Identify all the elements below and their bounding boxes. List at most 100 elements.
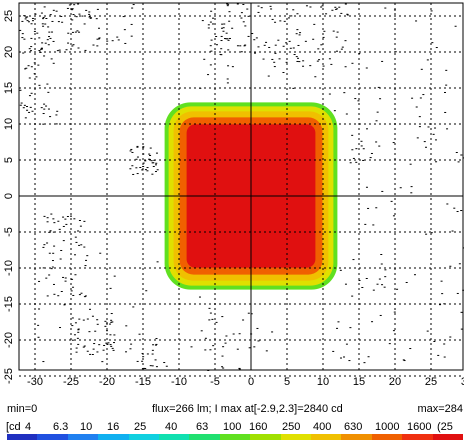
speckle: [52, 62, 55, 64]
speckle: [46, 83, 49, 85]
speckle: [38, 37, 41, 39]
speckle: [74, 254, 77, 256]
speckle: [365, 67, 368, 69]
speckle: [257, 340, 260, 342]
speckle: [345, 343, 348, 345]
speckle: [142, 367, 145, 369]
speckle: [242, 21, 245, 23]
speckle: [430, 10, 433, 12]
speckle: [88, 16, 91, 18]
speckle: [332, 350, 335, 352]
speckle: [154, 344, 157, 346]
speckle: [433, 340, 436, 342]
speckle: [292, 87, 295, 89]
speckle: [75, 16, 78, 18]
speckle: [136, 145, 139, 147]
y-tick-label: 25: [3, 10, 15, 22]
speckle: [240, 12, 243, 14]
speckle: [141, 360, 144, 362]
speckle: [292, 9, 295, 11]
speckle: [343, 356, 346, 358]
speckle: [59, 258, 62, 260]
speckle: [381, 60, 384, 62]
speckle: [77, 47, 80, 49]
speckle: [443, 343, 446, 345]
color-scale-value: 630: [344, 421, 363, 433]
speckle: [435, 47, 438, 49]
speckle: [130, 343, 133, 345]
speckle: [297, 44, 300, 46]
speckle: [224, 342, 227, 344]
speckle: [66, 7, 69, 9]
speckle: [267, 75, 270, 77]
speckle: [149, 154, 152, 156]
speckle: [375, 141, 378, 143]
speckle: [288, 40, 291, 42]
speckle: [367, 356, 370, 358]
speckle: [110, 345, 113, 347]
speckle: [52, 9, 55, 11]
speckle: [322, 65, 325, 67]
speckle: [247, 312, 250, 314]
speckle: [336, 8, 339, 10]
speckle: [91, 315, 94, 317]
speckle: [449, 336, 452, 338]
speckle: [441, 293, 444, 295]
speckle: [351, 295, 354, 297]
speckle: [377, 86, 380, 88]
speckle: [446, 203, 449, 205]
speckle: [49, 14, 52, 16]
speckle: [427, 126, 430, 128]
speckle: [97, 27, 100, 29]
speckle: [209, 349, 212, 351]
speckle: [72, 14, 75, 16]
speckle: [358, 279, 361, 281]
speckle: [439, 304, 442, 306]
color-scale-swatch: [371, 434, 403, 440]
speckle: [82, 319, 85, 321]
speckle: [320, 6, 323, 8]
speckle: [75, 241, 78, 243]
speckle: [361, 286, 364, 288]
speckle: [25, 16, 28, 18]
speckle: [30, 92, 33, 94]
speckle: [43, 244, 46, 246]
speckle: [336, 50, 339, 52]
speckle: [344, 40, 347, 42]
speckle: [40, 48, 43, 50]
speckle: [151, 349, 154, 351]
speckle: [227, 39, 230, 41]
speckle: [296, 29, 299, 31]
speckle: [96, 319, 99, 321]
color-scale-unit: [cd: [6, 421, 21, 433]
speckle: [352, 259, 355, 261]
speckle: [393, 9, 396, 11]
color-scale-value: 160: [249, 421, 268, 433]
speckle: [30, 37, 33, 39]
speckle: [82, 346, 85, 348]
speckle: [362, 159, 365, 161]
speckle: [336, 327, 339, 329]
speckle: [136, 360, 139, 362]
speckle: [74, 31, 77, 33]
speckle: [43, 108, 46, 110]
speckle: [238, 367, 241, 369]
speckle: [142, 356, 145, 358]
speckle: [211, 318, 214, 320]
speckle: [190, 346, 193, 348]
speckle: [42, 16, 45, 18]
speckle: [129, 348, 132, 350]
speckle: [244, 25, 247, 27]
speckle: [392, 215, 395, 217]
color-scale-value: 250: [282, 421, 301, 433]
speckle: [357, 100, 360, 102]
speckle: [71, 45, 74, 47]
speckle: [255, 37, 258, 39]
speckle: [362, 148, 365, 150]
speckle: [151, 365, 154, 367]
speckle: [33, 30, 36, 32]
speckle: [155, 338, 158, 340]
speckle: [124, 42, 127, 44]
speckle: [152, 162, 155, 164]
speckle: [292, 47, 295, 49]
